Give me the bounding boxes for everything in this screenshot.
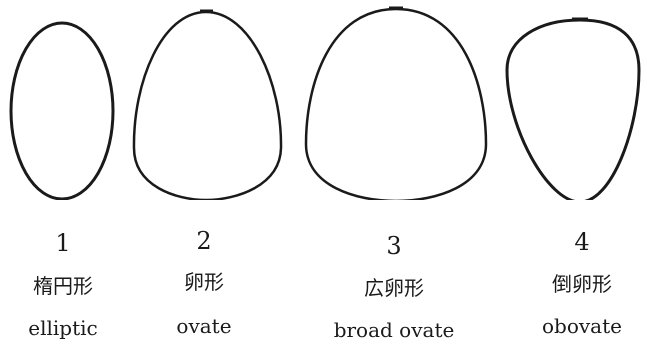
figure-4-en-label: obovate — [542, 314, 622, 338]
ovate-outline — [132, 10, 283, 200]
leaf-outlines — [9, 6, 641, 200]
figure-4-number: 4 — [574, 228, 590, 256]
figure-2-en-label: ovate — [176, 314, 232, 338]
figure-1-en-label: elliptic — [28, 316, 98, 340]
figure-3-number: 3 — [386, 232, 402, 260]
figure-2-jp-label: 卵形 — [184, 270, 224, 294]
obovate-outline — [505, 18, 641, 200]
figure-4-jp-label: 倒卵形 — [552, 272, 612, 296]
figure-1-jp-label: 楕円形 — [33, 274, 93, 298]
figure-3-en-label: broad ovate — [333, 318, 455, 342]
figure-3-jp-label: 広卵形 — [364, 276, 424, 300]
elliptic-outline — [9, 21, 115, 200]
figure-2-number: 2 — [196, 227, 212, 255]
broad-ovate-outline — [304, 7, 488, 200]
figure-1-number: 1 — [55, 229, 71, 257]
